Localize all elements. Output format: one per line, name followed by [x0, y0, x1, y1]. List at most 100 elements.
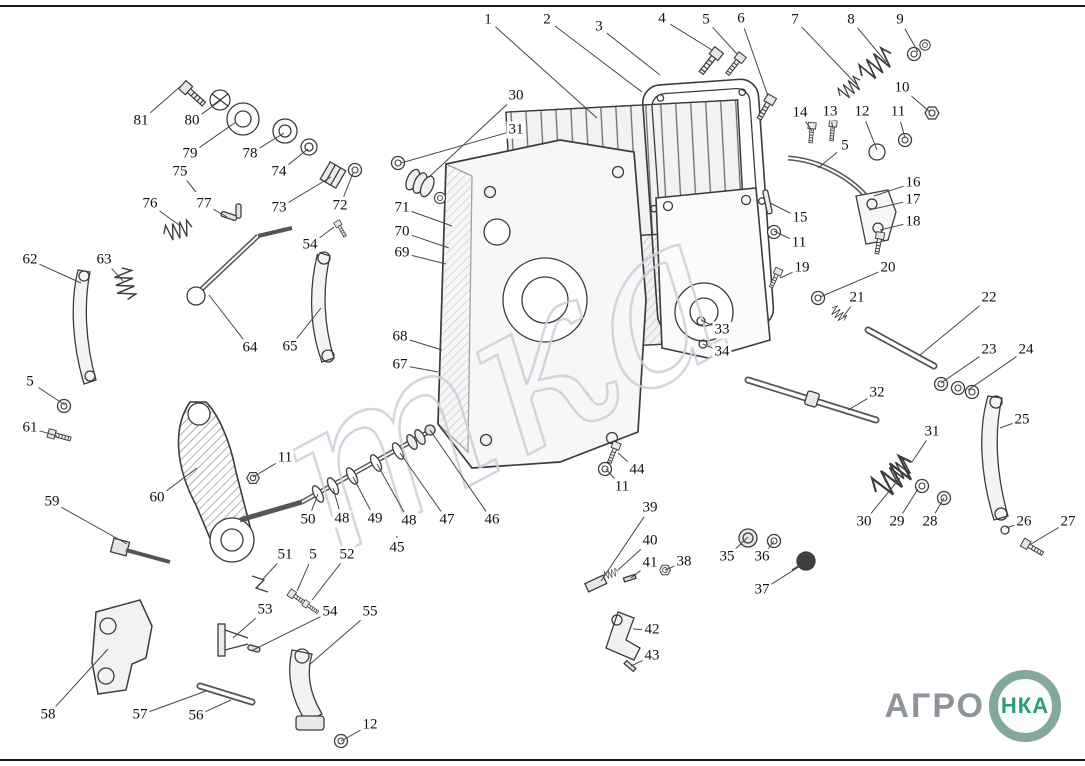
- top-rule: [0, 5, 1085, 7]
- callout-48: 48: [332, 510, 352, 528]
- callout-74: 74: [269, 163, 289, 181]
- callout-59: 59: [42, 493, 62, 511]
- callout-28: 28: [920, 513, 940, 531]
- callout-40: 40: [640, 532, 660, 550]
- callout-47: 47: [437, 511, 457, 529]
- callout-6: 6: [735, 10, 747, 28]
- callout-54: 54: [300, 236, 320, 254]
- callout-51: 51: [275, 546, 295, 564]
- callout-34: 34: [712, 343, 732, 361]
- brand-text: АГРО: [884, 686, 985, 725]
- callout-25: 25: [1012, 411, 1032, 429]
- callout-73: 73: [269, 199, 289, 217]
- clip-bolts: [251, 575, 321, 616]
- callout-67: 67: [390, 356, 410, 374]
- clip-51-icon: [251, 575, 269, 593]
- callout-12: 12: [852, 103, 872, 121]
- callout-5: 5: [839, 137, 851, 155]
- strap-62-icon: [72, 269, 97, 385]
- callout-11: 11: [612, 478, 632, 496]
- callout-41: 41: [640, 554, 660, 572]
- callout-60: 60: [147, 489, 167, 507]
- callout-8: 8: [845, 11, 857, 29]
- callout-55: 55: [360, 603, 380, 621]
- callout-61: 61: [20, 419, 40, 437]
- callout-30: 30: [506, 87, 526, 105]
- callout-43: 43: [642, 647, 662, 665]
- right-rods: [744, 326, 980, 424]
- callout-24: 24: [1016, 341, 1036, 359]
- callout-12: 12: [360, 716, 380, 734]
- corrector-rod: [239, 424, 436, 523]
- brand-circle: НКА: [989, 670, 1061, 742]
- callout-11: 11: [888, 103, 908, 121]
- callout-30: 30: [854, 513, 874, 531]
- callout-5: 5: [24, 373, 36, 391]
- callout-48: 48: [399, 512, 419, 530]
- callout-79: 79: [180, 145, 200, 163]
- callout-72: 72: [330, 197, 350, 215]
- callout-18: 18: [903, 213, 923, 231]
- callout-15: 15: [790, 209, 810, 227]
- callout-50: 50: [298, 511, 318, 529]
- callout-46: 46: [482, 511, 502, 529]
- callout-37: 37: [752, 581, 772, 599]
- brand-circle-text: НКА: [1000, 693, 1050, 718]
- callout-17: 17: [903, 191, 923, 209]
- callout-11: 11: [789, 234, 809, 252]
- callout-77: 77: [194, 195, 214, 213]
- callout-69: 69: [392, 244, 412, 262]
- callout-38: 38: [674, 553, 694, 571]
- brand-logo: АГРО НКА: [884, 670, 1061, 742]
- callout-11: 11: [275, 449, 295, 467]
- callout-19: 19: [792, 259, 812, 277]
- right-lower-parts: [866, 395, 1046, 558]
- callout-35: 35: [717, 548, 737, 566]
- callout-3: 3: [593, 18, 605, 36]
- callout-49: 49: [365, 510, 385, 528]
- callout-68: 68: [390, 328, 410, 346]
- callout-31: 31: [922, 423, 942, 441]
- callout-53: 53: [255, 601, 275, 619]
- callout-32: 32: [867, 384, 887, 402]
- callout-78: 78: [240, 145, 260, 163]
- callout-45: 45: [387, 539, 407, 557]
- lever-55: [289, 648, 349, 749]
- callout-16: 16: [903, 174, 923, 192]
- callout-54: 54: [320, 603, 340, 621]
- callout-52: 52: [337, 546, 357, 564]
- callout-26: 26: [1014, 513, 1034, 531]
- bottom-rule: [0, 759, 1085, 761]
- callout-62: 62: [20, 251, 40, 269]
- callout-2: 2: [541, 11, 553, 29]
- callout-5: 5: [700, 11, 712, 29]
- callout-9: 9: [894, 11, 906, 29]
- callout-10: 10: [892, 79, 912, 97]
- callout-39: 39: [640, 499, 660, 517]
- callout-5: 5: [307, 546, 319, 564]
- callout-56: 56: [186, 707, 206, 725]
- callout-75: 75: [170, 163, 190, 181]
- callout-36: 36: [752, 548, 772, 566]
- callout-29: 29: [887, 513, 907, 531]
- callout-22: 22: [979, 289, 999, 307]
- callout-70: 70: [392, 223, 412, 241]
- callout-20: 20: [878, 259, 898, 277]
- side-cover: [655, 187, 771, 359]
- callout-4: 4: [656, 10, 668, 28]
- callout-42: 42: [642, 621, 662, 639]
- callout-76: 76: [140, 195, 160, 213]
- callout-13: 13: [820, 103, 840, 121]
- callout-81: 81: [131, 112, 151, 130]
- fork-53-icon: [217, 623, 226, 657]
- callout-7: 7: [789, 11, 801, 29]
- callout-21: 21: [847, 289, 867, 307]
- callout-64: 64: [240, 339, 260, 357]
- callout-57: 57: [130, 706, 150, 724]
- callout-58: 58: [38, 706, 58, 724]
- callout-14: 14: [790, 104, 810, 122]
- callout-33: 33: [712, 321, 732, 339]
- callout-1: 1: [482, 11, 494, 29]
